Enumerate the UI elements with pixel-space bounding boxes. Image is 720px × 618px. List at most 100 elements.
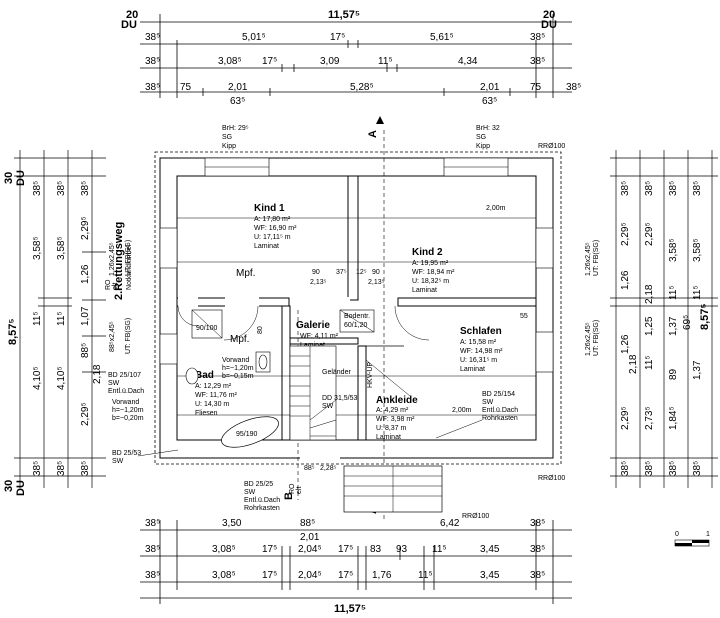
right-c4-4: 38⁵ (692, 461, 703, 476)
room-kind2-area: A: 19,95 m² (412, 260, 449, 267)
bottom-r3-7: 3,45 (480, 570, 500, 581)
bd154-label: BD 25/154 (482, 391, 515, 398)
bd154-rohr: Rohrkasten (482, 415, 518, 422)
bottom-r2-2: 17⁵ (262, 544, 277, 555)
vorwand-left-b: b=~0,20m (112, 415, 144, 422)
room-galerie: Galerie WF: 4,11 m² Laminat (296, 320, 339, 349)
bottom-r2-5: 83 (370, 544, 382, 555)
right-win2-ut: UT: FB(SG) (593, 320, 600, 356)
room-kind1-wf: WF: 16,90 m² (254, 225, 297, 232)
brh-right: BrH: 32 (476, 125, 500, 132)
room-bad-wf: WF: 11,76 m² (195, 392, 238, 399)
du-left-bottom-du: DU (15, 480, 27, 496)
left-c3-1: 2,29⁵ (80, 216, 91, 240)
stair: Geländer (289, 345, 351, 441)
right-c2-6: 38⁵ (644, 461, 655, 476)
bottom-r1-2: 88⁵ (300, 518, 315, 529)
top-r3-1: 75 (180, 82, 192, 93)
room-bad-floor: Fliesen (195, 410, 218, 417)
left-total-dim: 8,57⁵ (7, 318, 19, 345)
bottom-r1-3: 2,01 (300, 532, 320, 543)
top-r3-6: 63⁵ (482, 96, 497, 107)
left-c3-0: 38⁵ (80, 181, 91, 196)
rr-top-label: RRØ100 (538, 143, 565, 150)
left-win1-dim: 88⁵x2,45⁵ (109, 321, 116, 352)
right-c1-3: 1,26 (620, 334, 631, 354)
section-a-top: A (367, 130, 379, 138)
right-win2-dim: 1,26x2,45⁵ (585, 322, 592, 356)
right-c4-1: 3,58⁵ (692, 238, 703, 262)
bd107-sw: SW (108, 380, 120, 387)
win-ro: RO (105, 279, 112, 290)
shower-label: 90/100 (196, 325, 218, 332)
top-r2-3: 3,09 (320, 56, 340, 67)
scale-bar: 0 1 (674, 531, 710, 547)
left-win1-ut: UT: FB(SG) (125, 318, 132, 354)
bottom-r2-8: 3,45 (480, 544, 500, 555)
room-kind1-name: Kind 1 (254, 203, 285, 214)
bottom-r3-1: 3,08⁵ (212, 570, 236, 581)
brh-left-kipp: Kipp (222, 143, 236, 150)
left-c3-5: 2,18 (92, 364, 103, 384)
mpf-label-1: Mpf. (236, 268, 255, 279)
room-kind2-u: U: 18,32⁵ m (412, 278, 449, 285)
left-c2-2: 11⁵ (56, 311, 67, 326)
right-dimensions: 8,57⁵ 69⁵ 38⁵ 2,29⁵ 1,26 1,26 2,18 2,29⁵… (610, 150, 718, 488)
rettungsweg-sub: Notkandkurbel (126, 244, 133, 290)
mpf-label-2: Mpf. (230, 334, 249, 345)
top-r3-2: 2,01 (228, 82, 248, 93)
top-total-dim: 11,57⁵ (328, 9, 360, 21)
du-top-right-du: DU (541, 19, 557, 31)
top-r3-8: 38⁵ (566, 82, 581, 93)
du-top-left-du: DU (121, 19, 137, 31)
window-labels: BrH: 29⁵ SG Kipp BrH: 32 SG Kipp RRØ100 … (222, 125, 565, 520)
bottom-r1-1: 3,50 (222, 518, 242, 529)
left-c1-4: 38⁵ (32, 461, 43, 476)
room-galerie-name: Galerie (296, 320, 330, 331)
right-total-dim: 8,57⁵ (699, 303, 711, 330)
bodentr-label: Bodentr. (344, 313, 370, 320)
hkv-label: HKV-UP (367, 362, 374, 388)
bd53-sw: SW (112, 458, 124, 465)
gelaender-label: Geländer (322, 369, 351, 376)
room-ankleide-u: U: 8,37 m (376, 425, 407, 432)
room-schlafen-floor: Laminat (460, 366, 485, 373)
room-kind2-name: Kind 2 (412, 247, 443, 258)
bottom-r3-2: 17⁵ (262, 570, 277, 581)
room-kind1-area: A: 17,80 m² (254, 216, 291, 223)
left-c2-1: 3,58⁵ (56, 236, 67, 260)
right-c3-1: 3,58⁵ (668, 238, 679, 262)
scale-zero: 0 (675, 531, 679, 538)
bottom-r1-4: 6,42 (440, 518, 460, 529)
left-c2-0: 38⁵ (56, 181, 67, 196)
rr-bottom-label-1: RRØ100 (538, 475, 565, 482)
top-dimensions: 20 DU 20 DU 11,57⁵ 38⁵ 5,01⁵ 17⁵ 5,61⁵ 3… (121, 9, 581, 107)
bottom-r2-7: 11⁵ (432, 544, 447, 555)
right-win1-ut: UT: FB(SG) (593, 240, 600, 276)
room-ankleide-floor: Laminat (376, 434, 401, 441)
room-ankleide: Ankleide A: 4,29 m² WF: 3,98 m² U: 8,37 … (376, 395, 418, 441)
top-r1-0: 38⁵ (145, 32, 160, 43)
dd-label: DD 31,5/53 (322, 395, 358, 402)
du-left-top-du: DU (15, 170, 27, 186)
room-ankleide-wf: WF: 3,98 m² (376, 416, 415, 423)
right-c3-5: 1,84⁵ (668, 406, 679, 430)
bottom-r2-3: 2,04⁵ (298, 544, 322, 555)
top-r2-4: 11⁵ (378, 56, 393, 67)
top-r1-3: 5,61⁵ (430, 32, 454, 43)
bottom-r3-5: 1,76 (372, 570, 392, 581)
bottom-dim-88: 88⁵ (304, 465, 315, 472)
room-galerie-wf: WF: 4,11 m² (300, 333, 339, 340)
left-c3-3: 1,07 (80, 306, 91, 326)
left-c3-2: 1,26 (80, 264, 91, 284)
section-b-marker: B (283, 492, 295, 500)
opening-37: 37⁵ (336, 269, 347, 276)
top-r2-1: 3,08⁵ (218, 56, 242, 67)
bottom-r1-0: 38⁵ (145, 518, 160, 529)
du-left-bottom-30: 30 (3, 480, 15, 492)
room-schlafen-wf: WF: 14,98 m² (460, 348, 503, 355)
opening-12: 12⁵ (356, 269, 367, 276)
top-r3-4: 5,28⁵ (350, 82, 374, 93)
rr-bottom-label-2: RRØ100 (462, 513, 489, 520)
left-c2-4: 38⁵ (56, 461, 67, 476)
